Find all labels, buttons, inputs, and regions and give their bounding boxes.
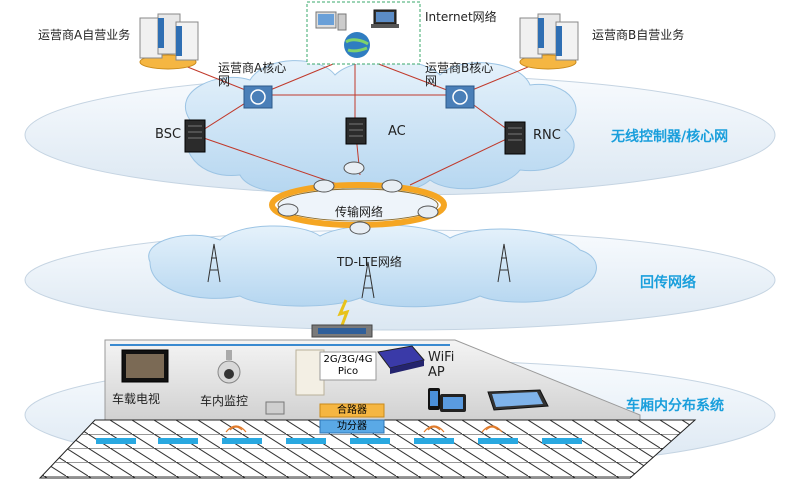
tablet-icon bbox=[487, 389, 549, 411]
globe-icon bbox=[344, 32, 370, 58]
combiner-label: 合路器 bbox=[337, 405, 367, 416]
camera-icon bbox=[217, 350, 241, 384]
monitor-label: 车内监控 bbox=[200, 394, 249, 408]
tv-label: 车载电视 bbox=[112, 392, 161, 406]
operator-b-core-router-icon bbox=[445, 85, 475, 109]
signal-wave-icons bbox=[225, 425, 503, 433]
operator-a-core-label: 运营商A核心 网 bbox=[218, 61, 287, 88]
tdlte-label: TD-LTE网络 bbox=[337, 255, 402, 269]
operator-a-service-label: 运营商A自营业务 bbox=[38, 28, 131, 42]
rnc-cabinet-icon bbox=[504, 121, 526, 155]
backhaul-layer-label: 回传网络 bbox=[640, 275, 696, 291]
tablet-icon bbox=[440, 394, 466, 412]
backhaul-cloud bbox=[148, 224, 597, 308]
splitter-box bbox=[319, 419, 385, 434]
wifi-ap-icon bbox=[377, 345, 425, 374]
combiner-box bbox=[319, 403, 385, 418]
small-device-icon bbox=[265, 401, 285, 415]
bsc-cabinet-icon bbox=[184, 119, 206, 153]
operator-a-core-router-icon bbox=[243, 85, 273, 109]
wifi-ap-label: WiFi AP bbox=[428, 350, 455, 380]
operator-a-servers-icon bbox=[139, 13, 199, 70]
ac-label: AC bbox=[388, 124, 406, 139]
pico-label: 2G/3G/4G Pico bbox=[323, 354, 373, 377]
rnc-label: RNC bbox=[533, 128, 561, 143]
cell-tower-icon bbox=[207, 243, 221, 283]
splitter-label: 功分器 bbox=[337, 421, 367, 432]
desktop-icon bbox=[315, 11, 347, 31]
operator-b-core-label: 运营商B核心 网 bbox=[425, 61, 494, 88]
cell-tower-icon bbox=[361, 261, 375, 299]
pico-box bbox=[319, 351, 377, 381]
rail-markers bbox=[96, 438, 582, 444]
wireless-bolt-icon bbox=[337, 299, 350, 329]
rack-unit-icon bbox=[311, 324, 373, 338]
rail-track bbox=[38, 419, 697, 479]
cell-tower-icon bbox=[497, 243, 511, 283]
tv-icon bbox=[121, 349, 169, 383]
phone-icon bbox=[428, 388, 440, 410]
transport-label: 传输网络 bbox=[335, 205, 384, 219]
carriage-layer-label: 车厢内分布系统 bbox=[626, 398, 724, 414]
transport-ring-icon bbox=[269, 161, 447, 235]
ac-cabinet-icon bbox=[345, 117, 367, 145]
laptop-icon bbox=[371, 9, 399, 28]
operator-b-servers-icon bbox=[519, 13, 579, 70]
core-layer-label: 无线控制器/核心网 bbox=[611, 129, 729, 145]
operator-b-service-label: 运营商B自营业务 bbox=[592, 28, 685, 42]
internet-label: Internet网络 bbox=[425, 10, 497, 24]
bsc-label: BSC bbox=[155, 127, 182, 142]
